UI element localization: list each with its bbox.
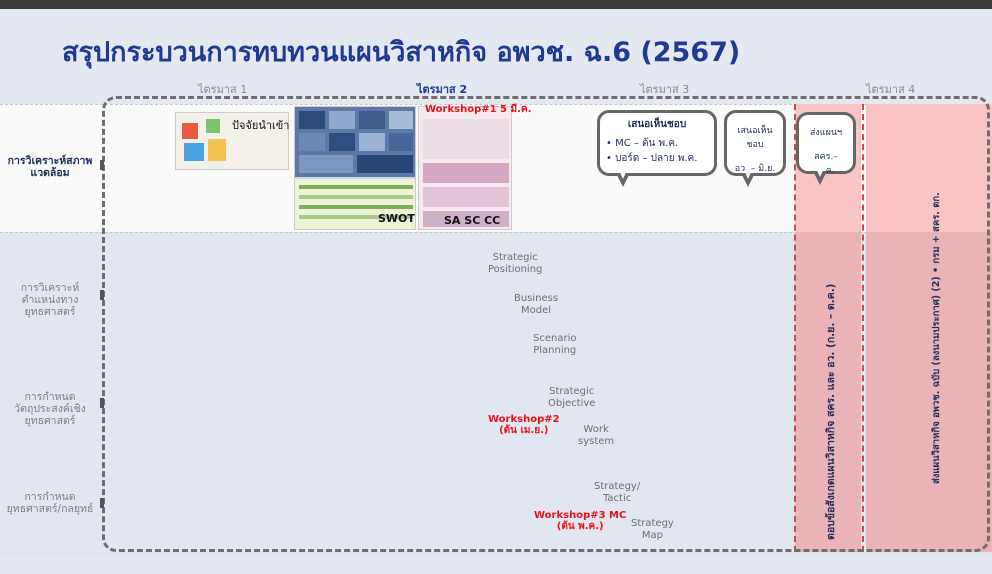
quarter-2-label: ไตรมาส 2 <box>417 83 468 96</box>
approval-bubble-mc-board: เสนอเห็นชอบ MC – ต้น พ.ค. บอร์ด – ปลาย พ… <box>597 110 717 187</box>
q3-divider-line <box>794 104 796 552</box>
q4-highlight-top <box>866 104 992 232</box>
swot-slide-thumbnail <box>294 106 416 230</box>
inputs-label: ปัจจัยนำเข้า <box>232 119 290 132</box>
approval-bubble-title: เสนอเห็นชอบ <box>737 126 773 150</box>
bubble-tail <box>741 170 755 187</box>
process-frame <box>102 96 990 552</box>
quarter-4-label: ไตรมาส 4 <box>866 83 916 96</box>
row-label-strategy: การกำหนดยุทธศาสตร์/กลยุทธ์ <box>6 491 94 515</box>
sa-slide-thumbnail <box>418 106 512 230</box>
row-marker <box>100 290 104 300</box>
row-label-objective: การกำหนดวัตถุประสงค์เชิงยุทธศาสตร์ <box>14 391 86 427</box>
row-marker <box>100 160 104 170</box>
approval-bubble-sub: อว. – มิ.ย. <box>734 164 776 174</box>
inputs-slide-image <box>182 119 226 161</box>
q4-vertical-note: ส่งแผนวิสาหกิจ อพวช. ฉบับ (ลงนามประกาศ) … <box>931 192 942 484</box>
q3-highlight-bottom <box>795 232 861 552</box>
inputs-slide-thumbnail <box>175 112 289 170</box>
approval-bubble-title: เสนอเห็นชอบ <box>627 119 687 130</box>
q4-divider-line <box>862 104 864 552</box>
quarter-3-label: ไตรมาส 3 <box>640 83 690 96</box>
page-title: สรุปกระบวนการทบทวนแผนวิสาหกิจ อพวช. ฉ.6 … <box>62 37 741 68</box>
q4-highlight-bottom <box>866 232 992 552</box>
step-strategy-tactic: Strategy/Tactic <box>594 481 641 504</box>
top-bar <box>0 0 992 9</box>
bubble-tail <box>813 168 827 185</box>
swot-slide-image <box>295 107 415 229</box>
row-marker <box>100 498 104 508</box>
row-label-positioning: การวิเคราะห์ตำแหน่งทางยุทธศาสตร์ <box>20 282 80 318</box>
sa-slide-image <box>423 119 509 227</box>
band-divider-middle <box>0 232 992 233</box>
workshop1-label: Workshop#1 5 มี.ค. <box>425 104 532 115</box>
row-marker <box>100 398 104 408</box>
workshop3-label: Workshop#3 MC(ต้น พ.ค.) <box>534 510 627 532</box>
workshop2-label: Workshop#2(ต้น เม.ย.) <box>488 414 560 436</box>
approval-item-board: บอร์ด – ปลาย พ.ค. <box>606 151 708 166</box>
swot-label: SWOT <box>378 212 415 225</box>
submit-plan-bubble: ส่งแผนฯ สคร.– ก.ค. <box>796 112 856 185</box>
quarter-1-label: ไตรมาส 1 <box>198 83 248 96</box>
sa-sc-cc-label: SA SC CC <box>444 214 501 227</box>
approval-bubble-ministry: เสนอเห็นชอบ อว. – มิ.ย. <box>724 110 786 187</box>
bubble-tail <box>616 170 630 187</box>
q3-vertical-note: ตอบข้อสังเกตแผนวิสาหกิจ สคร. และ อว. (ก.… <box>825 283 837 541</box>
approval-item-mc: MC – ต้น พ.ค. <box>606 136 708 151</box>
submit-plan-title: ส่งแผนฯ <box>809 128 843 138</box>
row-label-environment: การวิเคราะห์สภาพแวดล้อม <box>7 155 93 179</box>
band-divider-top <box>0 104 992 105</box>
